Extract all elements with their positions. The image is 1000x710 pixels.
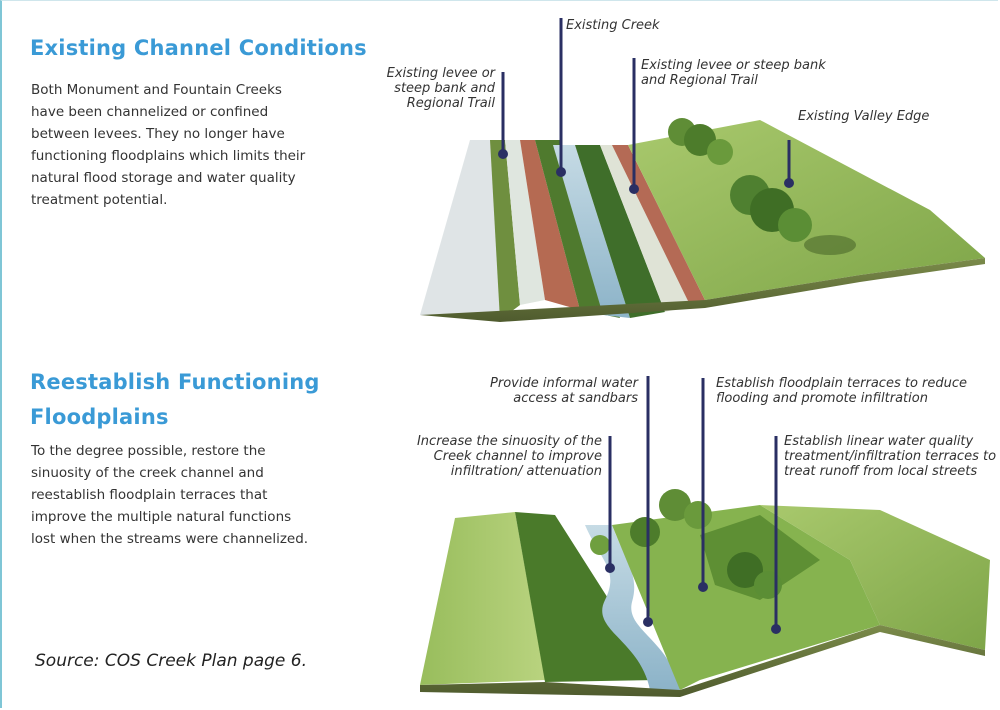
label-line: Creek channel to improve xyxy=(433,449,602,464)
right-levee xyxy=(600,145,690,312)
right-high-ground xyxy=(760,505,990,650)
label-line: infiltration/ attenuation xyxy=(450,464,602,479)
label-line: flooding and promote infiltration xyxy=(716,391,928,406)
left-trail xyxy=(505,140,545,305)
label-line: Regional Trail xyxy=(406,96,495,111)
label-valley-edge: Existing Valley Edge xyxy=(798,109,930,124)
section-edge-bottom xyxy=(420,625,985,697)
label-water-access: Provide informal water access at sandbar… xyxy=(466,376,638,406)
left-plain xyxy=(420,140,500,320)
label-line: Existing levee or steep bank xyxy=(641,58,826,73)
existing-channel-illustration xyxy=(420,18,985,322)
left-trail-path xyxy=(520,140,580,310)
body-line: functioning floodplains which limits the… xyxy=(31,148,306,164)
body-line: sinuosity of the creek channel and xyxy=(31,465,264,481)
left-levee xyxy=(490,140,520,320)
right-floodplain xyxy=(628,120,985,300)
label-sinuosity: Increase the sinuosity of the Creek chan… xyxy=(396,434,602,479)
left-terrace xyxy=(420,512,545,685)
label-existing-creek: Existing Creek xyxy=(566,18,660,33)
label-line: Establish linear water quality xyxy=(784,434,974,449)
label-line: and Regional Trail xyxy=(641,73,758,88)
tree-cluster xyxy=(668,118,856,255)
leader-lines-bottom xyxy=(608,376,778,627)
label-line: Establish floodplain terraces to reduce xyxy=(716,376,968,391)
label-line: treat runoff from local streets xyxy=(784,464,978,479)
body-line: Both Monument and Fountain Creeks xyxy=(31,82,282,98)
body-line: natural flood storage and water quality xyxy=(31,170,296,186)
restored-floodplain-illustration xyxy=(420,376,990,697)
label-line: steep bank and xyxy=(394,81,495,96)
section-title-reestablish-line1: Reestablish Functioning xyxy=(30,370,320,394)
section-body-existing: Both Monument and Fountain Creeks have b… xyxy=(31,79,371,211)
leader-dots-bottom xyxy=(605,563,781,634)
label-line: treatment/infiltration terraces to xyxy=(784,449,997,464)
body-line: lost when the streams were channelized. xyxy=(31,531,309,547)
label-line: access at sandbars xyxy=(513,391,638,406)
body-line: have been channelized or confined xyxy=(31,104,269,120)
label-left-levee: Existing levee or steep bank and Regiona… xyxy=(383,66,495,111)
body-line: improve the multiple natural functions xyxy=(31,509,292,525)
section-edge xyxy=(420,258,985,322)
creek-water xyxy=(553,145,630,318)
leader-dots-top xyxy=(498,149,794,194)
label-floodplain-terraces: Establish floodplain terraces to reduce … xyxy=(716,376,967,406)
source-caption: Source: COS Creek Plan page 6. xyxy=(35,651,308,671)
creek-bank-right xyxy=(575,145,665,318)
body-line: reestablish floodplain terraces that xyxy=(31,487,268,503)
label-right-levee: Existing levee or steep bank and Regiona… xyxy=(641,58,826,88)
tree-cluster-bottom xyxy=(590,489,782,599)
section-body-reestablish: To the degree possible, restore the sinu… xyxy=(31,440,371,550)
label-water-quality: Establish linear water quality treatment… xyxy=(784,434,996,479)
floodplain-terraces xyxy=(612,505,880,690)
section-title-existing: Existing Channel Conditions xyxy=(30,36,367,60)
label-line: Provide informal water xyxy=(490,376,638,391)
body-line: between levees. They no longer have xyxy=(31,126,285,142)
section-title-reestablish-line2: Floodplains xyxy=(30,405,169,429)
body-line: To the degree possible, restore the xyxy=(31,443,266,459)
leader-lines-top xyxy=(501,18,791,188)
body-line: treatment potential. xyxy=(31,192,168,208)
label-line: Existing levee or xyxy=(386,66,495,81)
label-line: Increase the sinuosity of the xyxy=(416,434,602,449)
